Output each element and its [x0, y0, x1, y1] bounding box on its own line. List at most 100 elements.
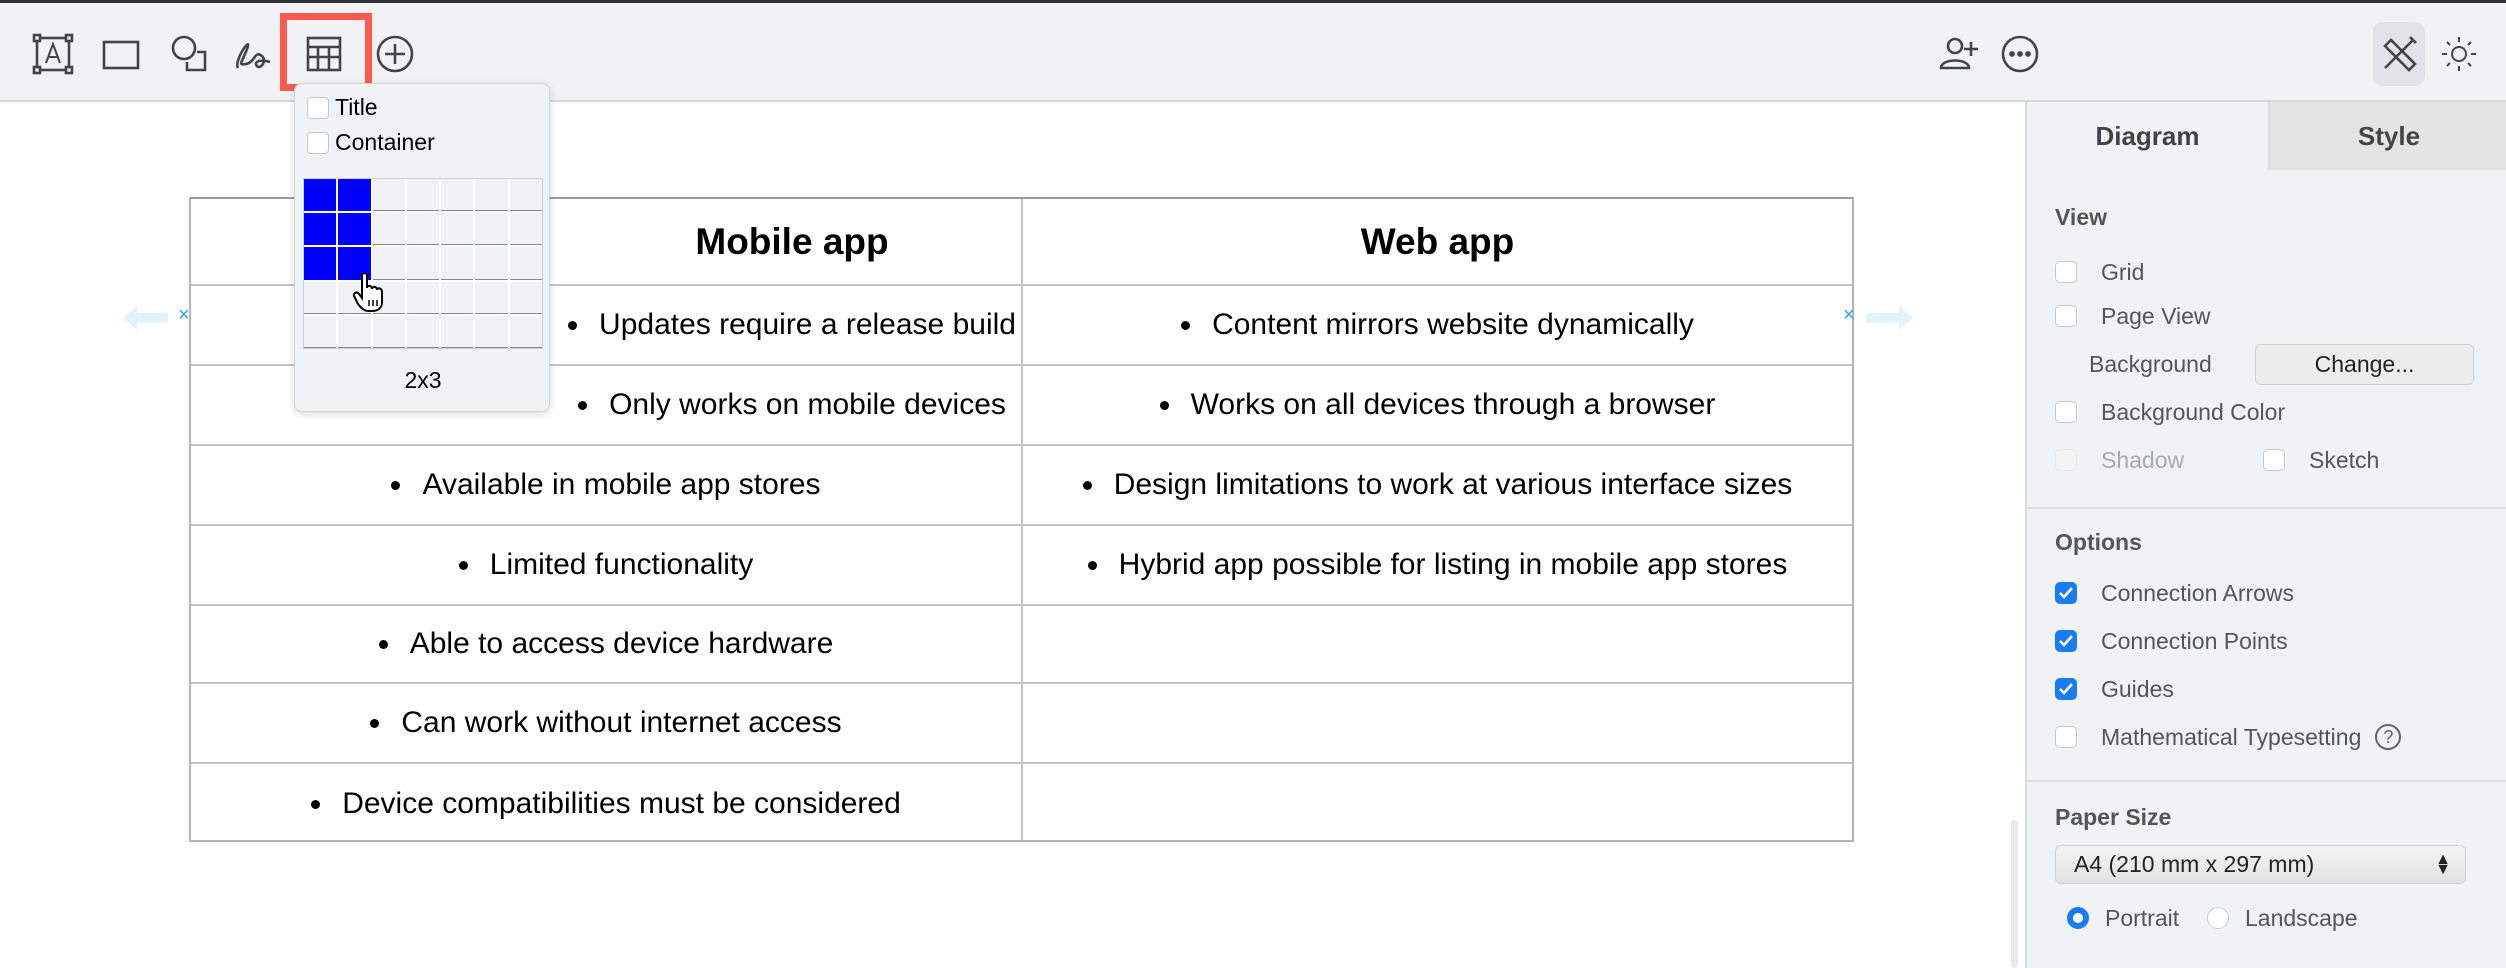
grid-cell[interactable] [304, 213, 337, 246]
add-icon[interactable] [370, 29, 420, 79]
sketch-option[interactable]: Sketch [2263, 446, 2379, 474]
bullet-item: Able to access device hardware [379, 627, 834, 661]
table-cell[interactable] [1023, 684, 1852, 764]
grid-cell[interactable] [372, 315, 405, 348]
portrait-option[interactable]: Portrait [2067, 904, 2179, 932]
math-option[interactable]: Mathematical Typesetting? [2055, 723, 2402, 751]
page-view-option[interactable]: Page View [2055, 302, 2211, 330]
more-icon[interactable] [1995, 29, 2045, 79]
connection-point-icon[interactable]: × [178, 304, 190, 326]
grid-option[interactable]: Grid [2055, 258, 2144, 286]
left-arrow-icon[interactable] [123, 306, 168, 330]
grid-cell[interactable] [509, 315, 542, 348]
connection-arrows-checkbox[interactable] [2055, 582, 2077, 604]
table-cell[interactable] [1023, 764, 1852, 844]
table-icon[interactable] [299, 29, 349, 79]
grid-cell[interactable] [304, 315, 337, 348]
text-icon[interactable] [28, 29, 78, 79]
grid-cell[interactable] [441, 247, 474, 280]
grid-cell[interactable] [406, 213, 440, 246]
sketch-checkbox[interactable] [2263, 449, 2285, 471]
math-checkbox[interactable] [2055, 726, 2077, 748]
grid-cell[interactable] [441, 281, 474, 314]
container-checkbox[interactable] [307, 131, 329, 154]
grid-cell[interactable] [406, 281, 440, 314]
grid-cell[interactable] [475, 315, 508, 348]
grid-cell[interactable] [509, 281, 542, 314]
grid-cell[interactable] [372, 179, 405, 212]
grid-cell[interactable] [338, 213, 371, 246]
guides-option[interactable]: Guides [2055, 675, 2174, 703]
grid-cell[interactable] [475, 281, 508, 314]
grid-cell[interactable] [441, 179, 474, 212]
grid-cell[interactable] [372, 213, 405, 246]
grid-cell[interactable] [475, 179, 508, 212]
table-cell[interactable]: Updates require a release build [191, 286, 1021, 366]
header-cell[interactable]: Mobile app [191, 199, 1021, 286]
grid-cell[interactable] [441, 315, 474, 348]
table-cell[interactable]: Content mirrors website dynamically [1023, 286, 1852, 366]
paper-size-select[interactable]: A4 (210 mm x 297 mm)▲▼ [2055, 845, 2466, 884]
page-view-checkbox[interactable] [2055, 305, 2077, 327]
portrait-radio[interactable] [2067, 907, 2089, 929]
diagram-table[interactable]: Mobile app Web app Updates require a rel… [189, 197, 1854, 842]
table-cell[interactable]: Hybrid app possible for listing in mobil… [1023, 526, 1852, 606]
grid-cell[interactable] [304, 179, 337, 212]
change-background-button[interactable]: Change... [2255, 344, 2474, 385]
table-cell[interactable] [1023, 606, 1852, 684]
grid-cell[interactable] [406, 315, 440, 348]
divider [2027, 507, 2506, 509]
table-cell[interactable]: Works on all devices through a browser [1023, 366, 1852, 446]
grid-cell[interactable] [406, 179, 440, 212]
grid-cell[interactable] [475, 213, 508, 246]
tab-diagram[interactable]: Diagram [2027, 102, 2268, 170]
grid-cell[interactable] [509, 247, 542, 280]
table-cell[interactable]: Available in mobile app stores [191, 446, 1021, 526]
table-cell[interactable]: Can work without internet access [191, 684, 1021, 764]
page-view-label: Page View [2101, 302, 2211, 329]
help-icon[interactable]: ? [2375, 724, 2402, 750]
title-checkbox[interactable] [307, 96, 329, 119]
table-cell[interactable]: Limited functionality [191, 526, 1021, 606]
container-option[interactable]: Container [307, 129, 435, 156]
header-cell[interactable]: Web app [1023, 199, 1852, 286]
grid-cell[interactable] [338, 179, 371, 212]
math-label: Mathematical Typesetting [2101, 723, 2362, 750]
title-option[interactable]: Title [307, 94, 378, 121]
background-color-option[interactable]: Background Color [2055, 398, 2285, 426]
right-arrow-icon[interactable] [1866, 306, 1913, 330]
tab-style[interactable]: Style [2268, 102, 2506, 170]
add-user-icon[interactable] [1934, 29, 1984, 79]
freehand-icon[interactable] [227, 29, 277, 79]
column-divider [1021, 199, 1023, 840]
background-color-checkbox[interactable] [2055, 401, 2077, 423]
grid-cell[interactable] [475, 247, 508, 280]
table-cell[interactable]: Able to access device hardware [191, 606, 1021, 684]
grid-cell[interactable] [509, 179, 542, 212]
grid-cell[interactable] [441, 213, 474, 246]
grid-cell[interactable] [304, 281, 337, 314]
shapes-icon[interactable] [164, 29, 214, 79]
connection-points-checkbox[interactable] [2055, 630, 2077, 652]
connection-arrows-option[interactable]: Connection Arrows [2055, 579, 2294, 607]
background-label: Background [2089, 350, 2212, 377]
table-cell[interactable]: Only works on mobile devices [191, 366, 1021, 446]
grid-cell[interactable] [509, 213, 542, 246]
scrollbar[interactable] [2011, 820, 2018, 968]
table-size-grid[interactable] [303, 178, 543, 349]
connection-point-icon[interactable]: × [1843, 304, 1855, 326]
grid-cell[interactable] [338, 315, 371, 348]
connection-points-label: Connection Points [2101, 627, 2288, 654]
grid-cell[interactable] [304, 247, 337, 280]
grid-cell[interactable] [372, 247, 405, 280]
landscape-option[interactable]: Landscape [2207, 904, 2358, 932]
theme-icon[interactable] [2434, 29, 2484, 79]
guides-checkbox[interactable] [2055, 678, 2077, 700]
table-cell[interactable]: Design limitations to work at various in… [1023, 446, 1852, 526]
table-cell[interactable]: Device compatibilities must be considere… [191, 764, 1021, 844]
landscape-radio[interactable] [2207, 907, 2229, 929]
grid-checkbox[interactable] [2055, 261, 2077, 283]
grid-cell[interactable] [406, 247, 440, 280]
rectangle-icon[interactable] [96, 29, 146, 79]
connection-points-option[interactable]: Connection Points [2055, 627, 2288, 655]
